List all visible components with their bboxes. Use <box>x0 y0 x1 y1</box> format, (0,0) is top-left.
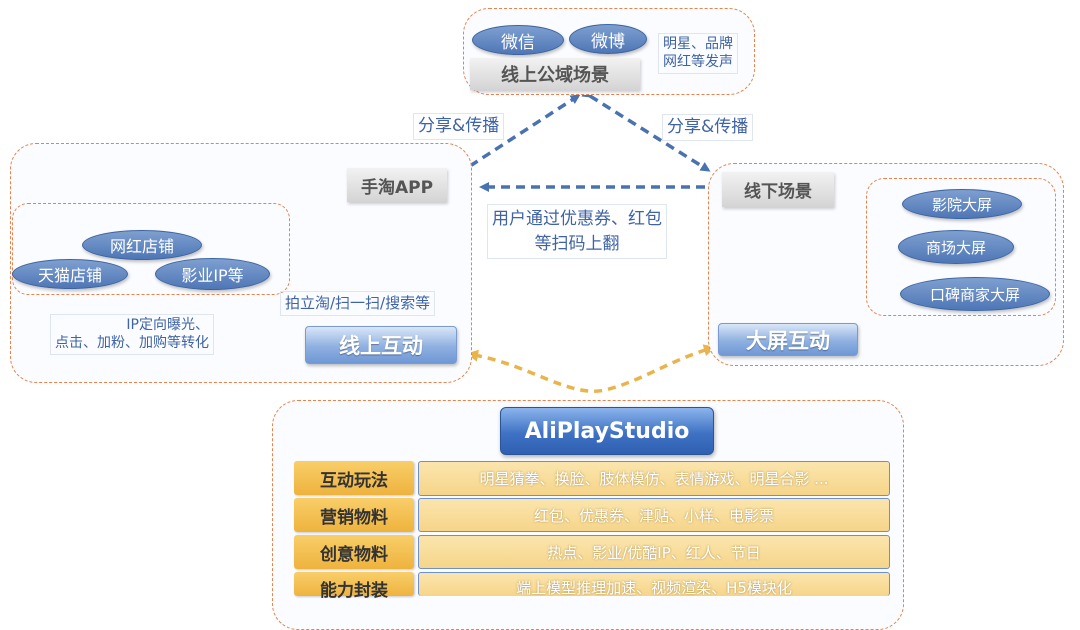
film-ip-pill: 影业IP等 <box>155 258 270 290</box>
content-marketing-material: 红包、优惠券、津贴、小样、电影票 <box>418 498 890 532</box>
share-arrow-left <box>461 94 581 175</box>
conversion-note-line-1: IP定向曝光、 <box>126 317 209 333</box>
share-label-left: 分享&传播 <box>413 113 505 141</box>
coupon-scan-note: 用户通过优惠券、红包 等扫码上翻 <box>487 204 667 260</box>
aliplaystudio-title: AliPlayStudio <box>500 407 714 455</box>
offline-scene-title: 线下场景 <box>722 172 834 207</box>
big-screen-interaction-button: 大屏互动 <box>718 323 858 356</box>
share-arrow-right <box>581 88 711 172</box>
celebrity-note: 明星、品牌 网红等发声 <box>658 33 738 74</box>
scan-search-note: 拍立淘/扫一扫/搜索等 <box>280 291 436 316</box>
celebrity-note-line-2: 网红等发声 <box>663 53 733 70</box>
category-capability-package: 能力封装 <box>294 572 414 601</box>
taobao-app-title: 手淘APP <box>347 168 447 202</box>
online-interaction-button: 线上互动 <box>305 326 457 364</box>
conversion-note-line-2: 点击、加粉、加购等转化 <box>55 334 209 351</box>
tmall-shop-pill: 天猫店铺 <box>12 259 128 289</box>
content-capability-package: 端上模型推理加速、视频渲染、H5模块化 <box>418 572 890 597</box>
category-creative-material: 创意物料 <box>294 535 414 569</box>
content-creative-material: 热点、影业/优酷IP、红人、节日 <box>418 535 890 569</box>
category-interactive-play: 互动玩法 <box>294 461 414 495</box>
cinema-screen-pill: 影院大屏 <box>902 189 1022 219</box>
category-marketing-material: 营销物料 <box>294 498 414 532</box>
coupon-scan-note-line-2: 等扫码上翻 <box>534 233 620 254</box>
influencer-shop-pill: 网红店铺 <box>82 230 202 260</box>
studio-link-curve-arrow <box>466 344 716 393</box>
celebrity-note-line-1: 明星、品牌 <box>663 36 733 52</box>
share-label-right: 分享&传播 <box>662 114 754 142</box>
content-interactive-play: 明星猜拳、换脸、肢体模仿、表情游戏、明星合影 ... <box>418 461 890 496</box>
conversion-note: IP定向曝光、 点击、加粉、加购等转化 <box>50 314 214 355</box>
weibo-pill: 微博 <box>569 24 647 54</box>
koubei-screen-pill: 口碑商家大屏 <box>900 277 1050 311</box>
wechat-pill: 微信 <box>472 25 564 55</box>
coupon-scan-note-line-1: 用户通过优惠券、红包 <box>492 209 662 229</box>
mall-screen-pill: 商场大屏 <box>898 230 1014 264</box>
online-public-scene-title: 线上公域场景 <box>470 58 640 90</box>
